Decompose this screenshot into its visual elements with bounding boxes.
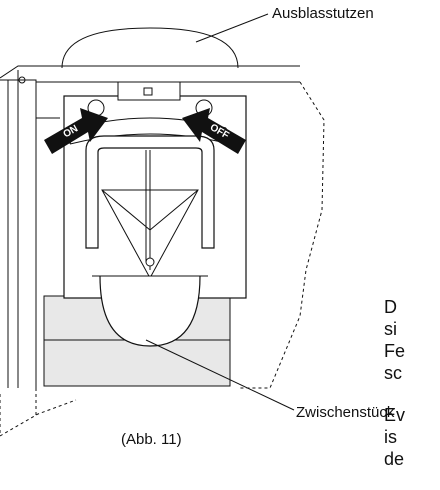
side-text-column: D si Fe sc Ev is de <box>384 296 440 490</box>
side-text-line: sc <box>384 363 402 383</box>
outlet-label: Ausblasstutzen <box>272 5 374 22</box>
installation-diagram: ON OFF <box>0 13 325 437</box>
side-text-line: Ev <box>384 405 406 425</box>
outlet-dome <box>61 27 239 69</box>
adapter-label: Zwischenstück <box>296 404 395 421</box>
side-text-line: Fe <box>384 341 406 361</box>
off-arrow-icon <box>182 108 246 154</box>
cone <box>101 150 199 280</box>
top-latch <box>117 81 181 101</box>
adapter-frame <box>85 135 215 249</box>
side-text-line: si <box>384 319 397 339</box>
adapter-leader-line <box>145 339 295 411</box>
figure-caption: (Abb. 11) <box>121 431 182 448</box>
side-paragraph-2: Ev is de <box>384 404 440 470</box>
housing-dashed-edges <box>0 81 325 437</box>
on-arrow-icon <box>44 108 108 154</box>
adapter-cup <box>99 275 201 347</box>
side-text-line: D <box>384 297 397 317</box>
side-text-line: is <box>384 427 397 447</box>
side-text-line: de <box>384 449 405 469</box>
side-paragraph-1: D si Fe sc <box>384 296 440 384</box>
outlet-leader-line <box>195 13 269 43</box>
